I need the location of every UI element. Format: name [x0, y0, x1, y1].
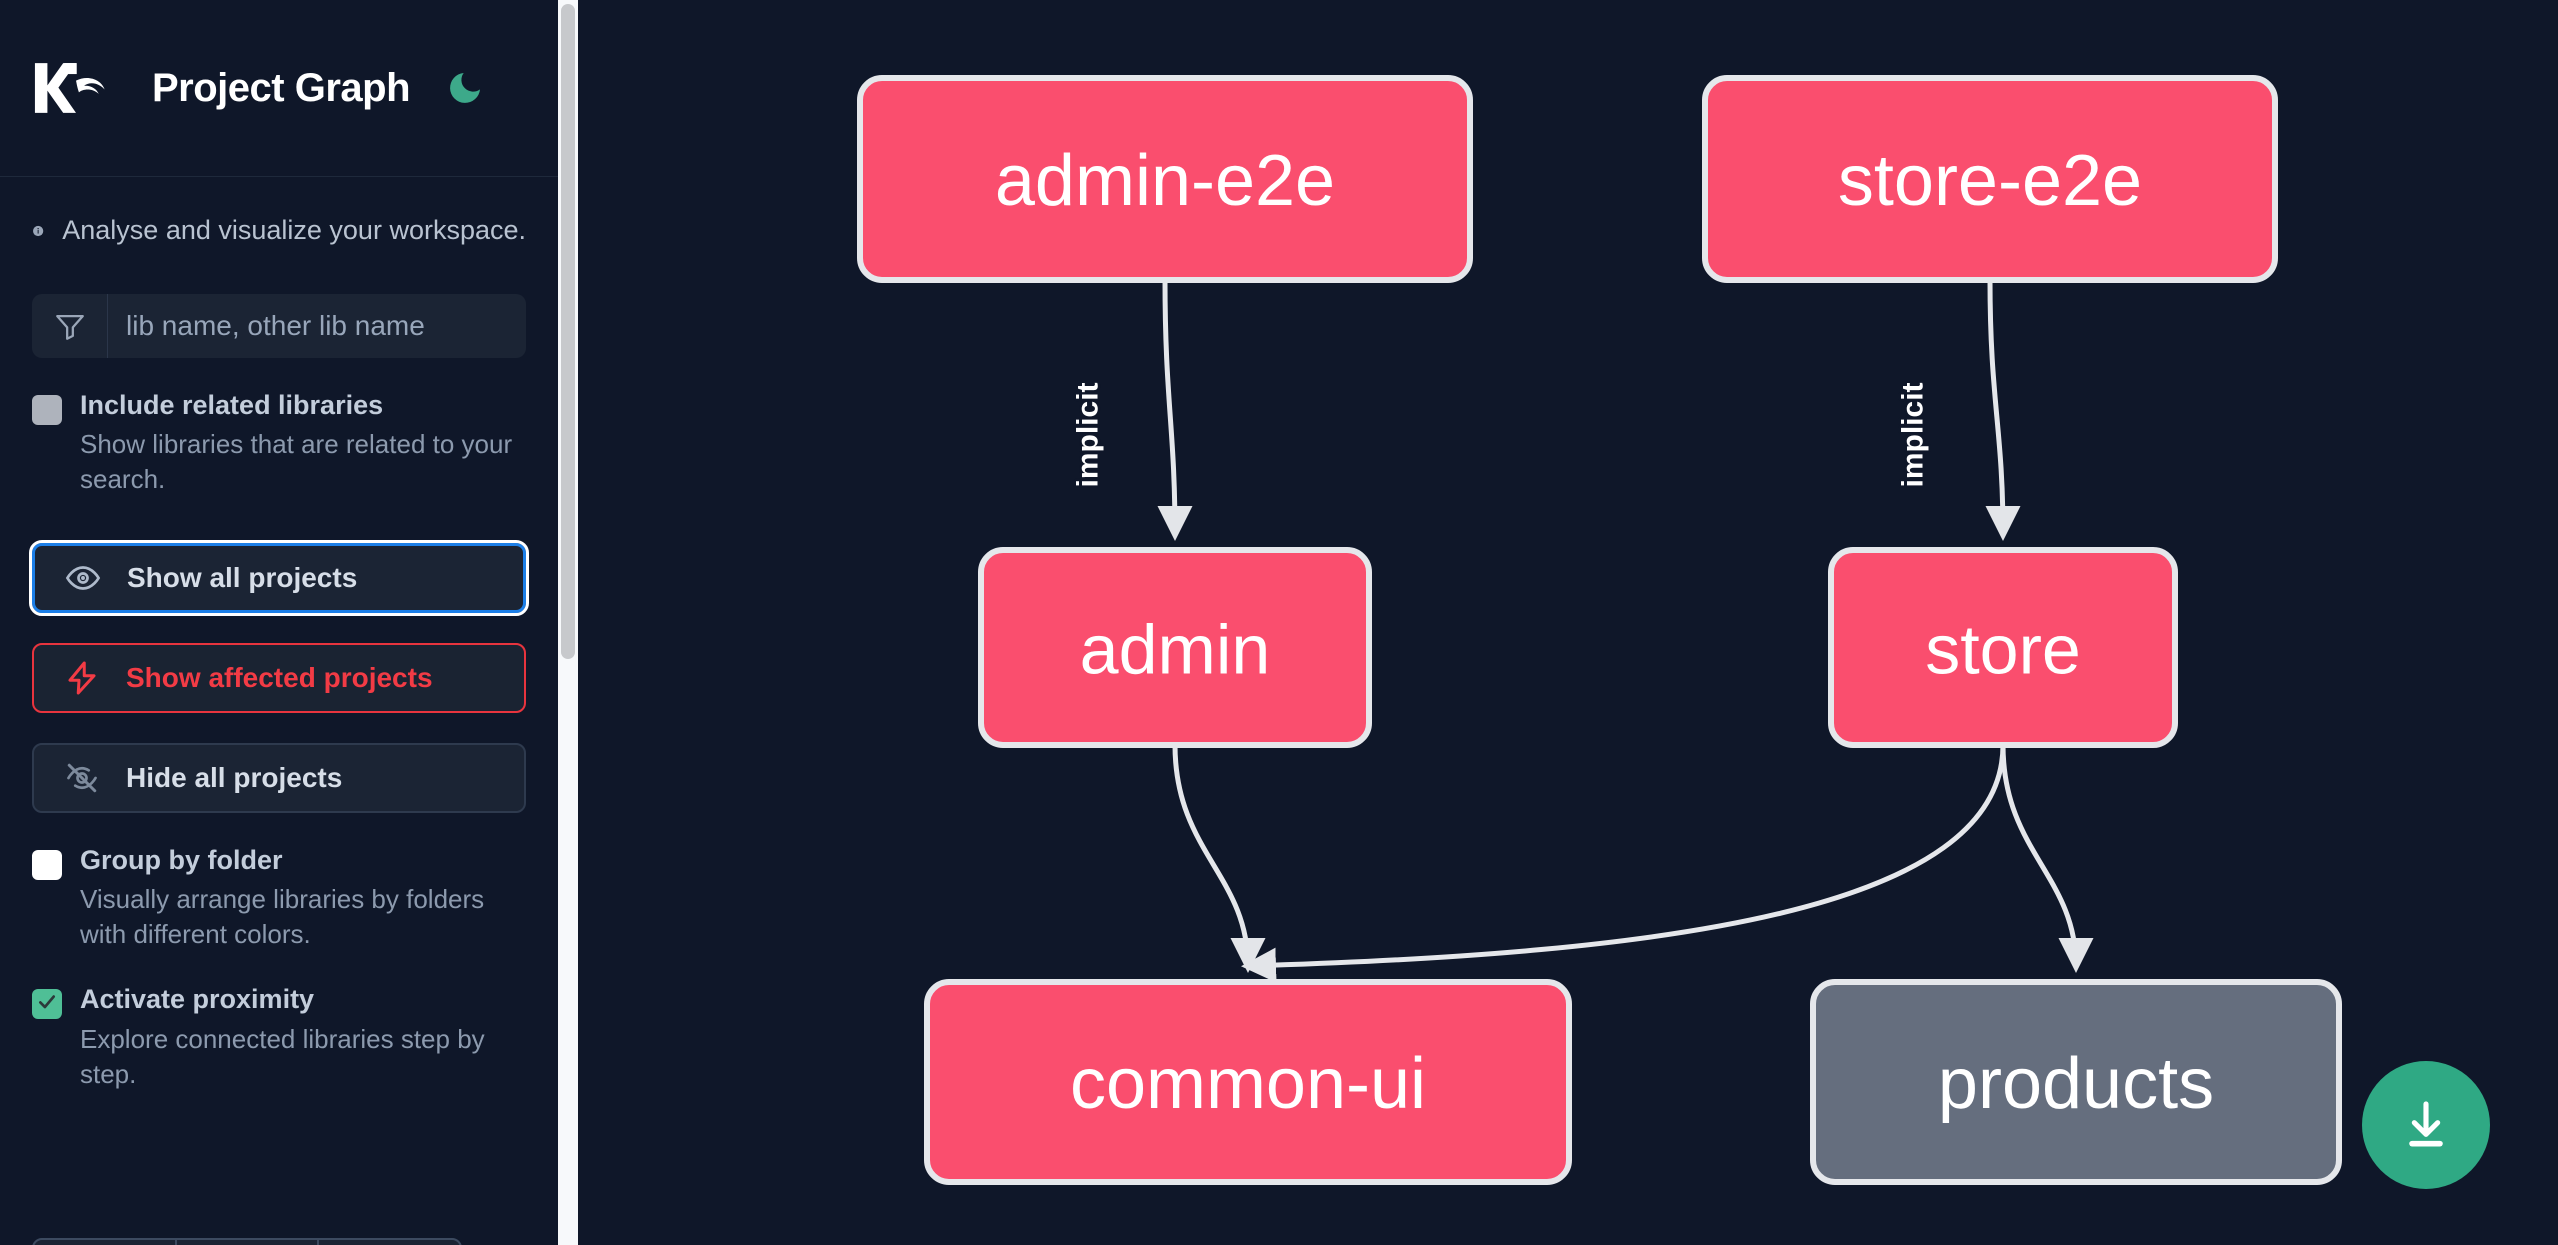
nx-logo-icon: [34, 63, 105, 113]
graph-edge-store-to-common-ui[interactable]: [1241, 744, 2006, 983]
segment-1[interactable]: [34, 1240, 177, 1245]
download-image-button[interactable]: [2362, 1061, 2490, 1189]
graph-edge-admin-e2e-to-admin[interactable]: [1157, 279, 1193, 541]
info-icon: [33, 225, 44, 236]
graph-node-store-e2e[interactable]: store-e2e: [1702, 75, 2278, 283]
graph-canvas[interactable]: admin-e2e store-e2e admin store common-ui pro…: [578, 0, 2558, 1245]
node-label: store-e2e: [1838, 141, 2142, 221]
action-buttons: Show all projects Show affected projects…: [29, 540, 529, 814]
graph-edges: [1157, 279, 2094, 983]
option-label: Group by folder: [80, 845, 283, 876]
graph-node-admin[interactable]: admin: [978, 547, 1372, 748]
search-input[interactable]: [108, 294, 526, 358]
node-box[interactable]: [978, 547, 1372, 748]
tagline-text: Analyse and visualize your workspace.: [62, 215, 526, 245]
node-box[interactable]: [857, 75, 1473, 283]
graph-node-products[interactable]: products: [1810, 979, 2342, 1185]
show-all-projects-button[interactable]: Show all projects: [29, 540, 529, 617]
option-description: Show libraries that are related to your …: [80, 429, 513, 495]
filter-box[interactable]: [32, 294, 526, 358]
option-description: Explore connected libraries step by step…: [80, 1023, 485, 1089]
graph-edge-labels: implicit implicit: [1069, 380, 1932, 490]
hide-all-projects-label: Hide all projects: [126, 762, 343, 794]
graph-node-common-ui[interactable]: common-ui: [924, 979, 1572, 1185]
graph-edge-store-e2e-to-store[interactable]: [1985, 279, 2021, 541]
download-icon: [2409, 1101, 2443, 1147]
check-icon: [39, 995, 56, 1009]
text-filter-segmented-control[interactable]: [32, 1238, 462, 1245]
sidebar-header: Project Graph: [0, 0, 558, 177]
node-box[interactable]: [924, 979, 1572, 1185]
group-by-folder-checkbox[interactable]: [32, 850, 62, 881]
eye-icon: [65, 566, 101, 591]
node-box[interactable]: [1702, 75, 2278, 283]
node-label: store: [1925, 611, 2081, 689]
sidebar-scrollbar-thumb[interactable]: [561, 4, 575, 659]
page-title: Project Graph: [152, 65, 411, 110]
show-all-projects-label: Show all projects: [127, 562, 358, 594]
option-description: Visually arrange libraries by folders wi…: [80, 884, 485, 950]
option-include-related-libraries[interactable]: Include related libraries Show libraries…: [32, 390, 526, 497]
node-box[interactable]: [1828, 547, 2178, 748]
edge-label-implicit: implicit: [1072, 382, 1105, 487]
graph-nodes: admin-e2e store-e2e admin store common-ui pro…: [857, 75, 2342, 1185]
tagline: Analyse and visualize your workspace.: [32, 177, 526, 246]
node-label: products: [1938, 1044, 2214, 1124]
segment-3[interactable]: [319, 1240, 460, 1245]
graph-node-store[interactable]: store: [1828, 547, 2178, 748]
hide-all-projects-button[interactable]: Hide all projects: [32, 743, 526, 814]
graph-edge-admin-to-common-ui[interactable]: [1172, 744, 1266, 973]
sidebar: Project Graph Analyse and visualize your…: [0, 0, 558, 1245]
option-activate-proximity[interactable]: Activate proximity Explore connected lib…: [32, 984, 526, 1091]
graph-svg: admin-e2e store-e2e admin store common-ui pro…: [857, 75, 2342, 1185]
node-box[interactable]: [1810, 979, 2342, 1185]
edge-label-implicit: implicit: [1897, 382, 1930, 487]
segment-2[interactable]: [177, 1240, 320, 1245]
moon-icon[interactable]: [442, 65, 488, 111]
node-label: admin: [1080, 611, 1271, 689]
eye-slash-icon: [67, 763, 97, 793]
show-affected-projects-label: Show affected projects: [126, 662, 433, 694]
node-label: admin-e2e: [995, 141, 1335, 221]
lightning-icon: [68, 661, 96, 695]
filter-funnel-icon: [32, 294, 108, 358]
include-related-libraries-checkbox[interactable]: [32, 395, 62, 425]
show-affected-projects-button[interactable]: Show affected projects: [32, 643, 526, 714]
graph-node-admin-e2e[interactable]: admin-e2e: [857, 75, 1473, 283]
node-label: common-ui: [1070, 1044, 1426, 1124]
graph-edge-store-to-products[interactable]: [2000, 744, 2094, 973]
option-label: Include related libraries: [80, 390, 384, 420]
activate-proximity-checkbox[interactable]: [32, 989, 62, 1020]
sidebar-body: Analyse and visualize your workspace. In…: [0, 177, 558, 1092]
option-group-by-folder[interactable]: Group by folder Visually arrange librari…: [32, 845, 526, 952]
option-label: Activate proximity: [80, 984, 315, 1015]
